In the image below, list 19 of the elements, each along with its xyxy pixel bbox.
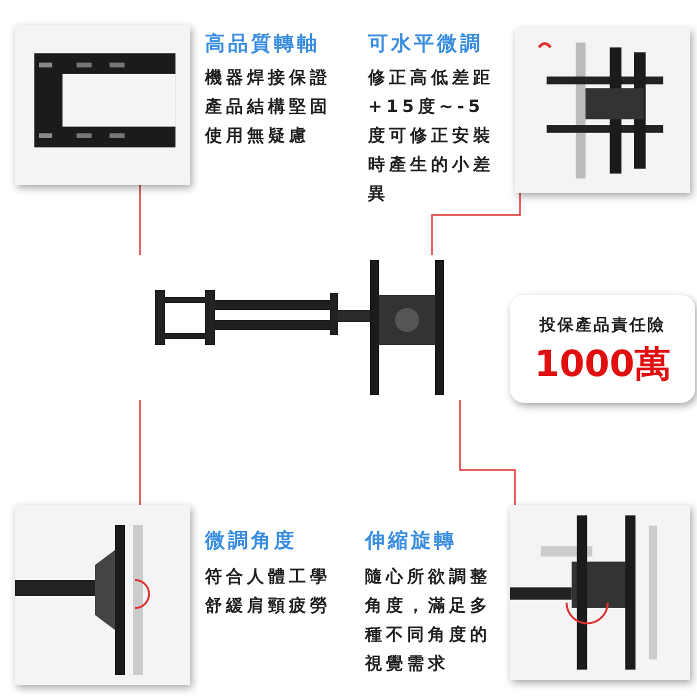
feature-heading: 可水平微調 — [368, 30, 483, 57]
feature-description: 隨心所欲調整角度，滿足多種不同角度的視覺需求 — [365, 566, 492, 676]
photo-card — [15, 25, 190, 185]
leader-line — [139, 400, 141, 505]
feature-description: 機器焊接保證產品結構堅固使用無疑慮 — [205, 67, 332, 148]
leader-line — [139, 185, 141, 255]
feature-description: 修正高低差距+15度~-5度可修正安裝時產生的小差異 — [368, 67, 495, 206]
feature-heading: 微調角度 — [205, 527, 297, 554]
leader-line — [431, 193, 521, 255]
photo-card — [15, 505, 190, 685]
feature-description: 符合人體工學舒緩肩頸疲勞 — [205, 566, 332, 618]
feature-heading: 高品質轉軸 — [205, 30, 320, 57]
badge-amount: 1000萬 — [534, 343, 671, 387]
photo-card — [510, 505, 690, 680]
insurance-badge — [510, 295, 695, 403]
feature-heading: 伸縮旋轉 — [365, 527, 457, 554]
photo-card — [515, 28, 690, 193]
leader-line — [459, 400, 516, 505]
badge-caption: 投保產品責任險 — [540, 315, 666, 336]
